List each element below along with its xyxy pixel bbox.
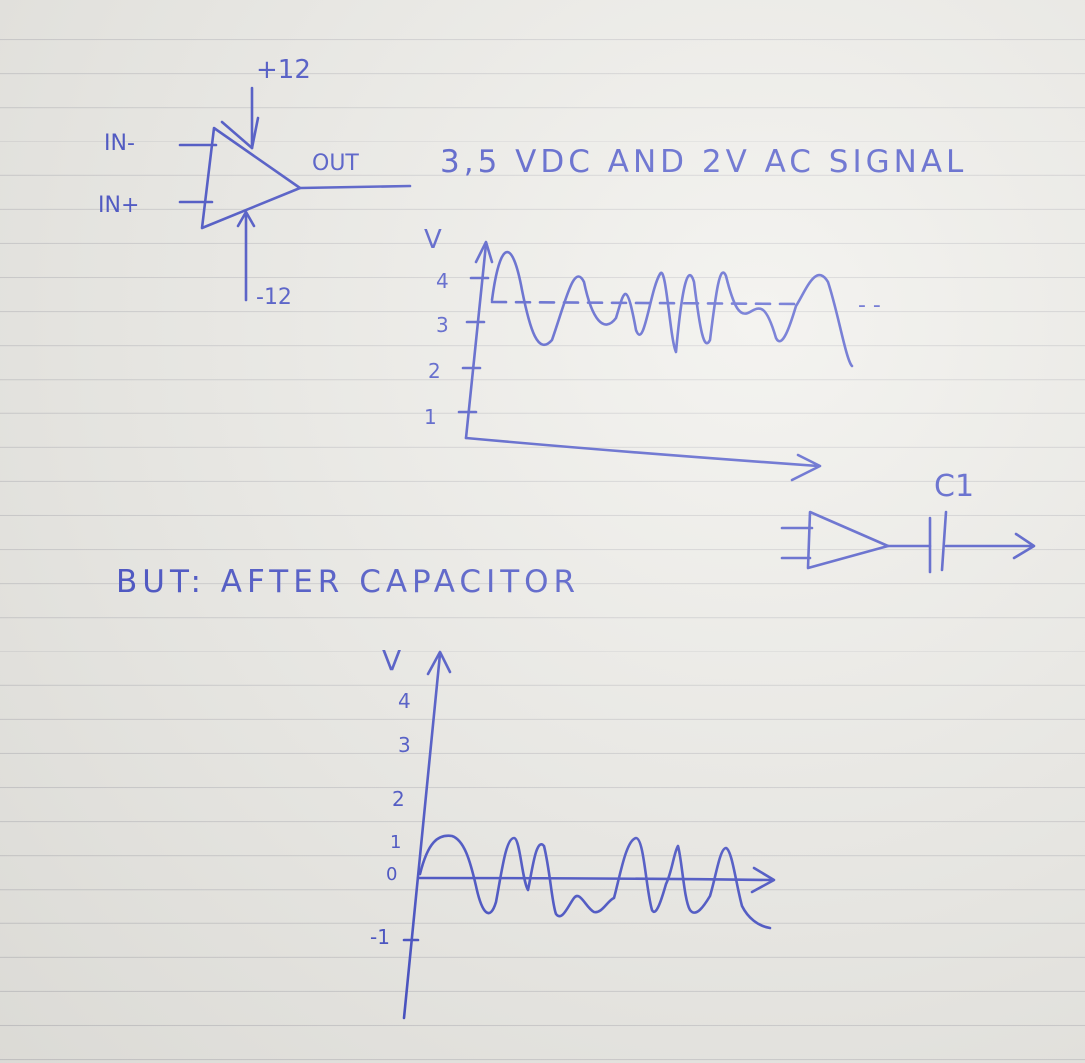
graph-top-signal bbox=[490, 250, 854, 368]
capacitor-plate-right bbox=[940, 510, 948, 572]
output-wire bbox=[298, 184, 412, 190]
input-pos-label: IN+ bbox=[98, 193, 139, 218]
graph-top-ylabel: V bbox=[424, 225, 442, 255]
input-neg-label: IN- bbox=[104, 131, 135, 156]
graph-top-tail-marks: - - bbox=[858, 293, 881, 318]
graph-top: V 1 2 3 4 - - bbox=[424, 225, 881, 482]
capacitor-label: C1 bbox=[934, 469, 974, 504]
opamp-triangle bbox=[200, 126, 302, 230]
graph-top-x-arrow bbox=[790, 453, 822, 482]
supply-pos-arrow bbox=[220, 116, 260, 150]
graph-top-y-axis bbox=[464, 242, 488, 440]
supply-neg-arrow bbox=[236, 210, 256, 228]
graph-bottom-ytick-minus1: -1 bbox=[370, 925, 390, 949]
supply-pos-label: +12 bbox=[256, 55, 311, 85]
graph-top-y-arrow bbox=[474, 240, 494, 264]
graph-top-ytick-2: 2 bbox=[428, 359, 441, 383]
graph-bottom-ylabel: V bbox=[382, 644, 401, 677]
graph-top-ytick-1: 1 bbox=[424, 405, 437, 429]
graph-top-dc-level bbox=[490, 300, 802, 306]
graph-bottom-ytick-3: 3 bbox=[398, 733, 411, 757]
graph-bottom-ytick-1: 1 bbox=[390, 832, 401, 853]
graph-top-ytick-3: 3 bbox=[436, 313, 449, 337]
buffer-triangle bbox=[806, 510, 890, 570]
capacitor-output-arrow bbox=[1012, 532, 1036, 560]
graph-top-ytick-4: 4 bbox=[436, 269, 449, 293]
opamp-main: +12 -12 IN- IN+ OUT bbox=[98, 55, 412, 310]
note-after-capacitor: BUT: AFTER CAPACITOR bbox=[116, 564, 580, 600]
graph-bottom: V 4 3 2 1 0 -1 bbox=[370, 644, 776, 1020]
graph-bottom-ytick-4: 4 bbox=[398, 689, 411, 713]
graph-bottom-signal bbox=[418, 834, 772, 930]
graph-bottom-ytick-2: 2 bbox=[392, 787, 405, 811]
graph-bottom-x-axis bbox=[416, 876, 774, 882]
circuit-small: C1 bbox=[780, 469, 1036, 574]
heading: 3,5 VDC AND 2V AC SIGNAL bbox=[440, 144, 967, 180]
graph-bottom-x-arrow bbox=[750, 866, 776, 894]
graph-bottom-y-arrow bbox=[426, 650, 452, 676]
output-label: OUT bbox=[312, 151, 359, 176]
supply-neg-label: -12 bbox=[256, 285, 292, 310]
graph-bottom-y-axis bbox=[402, 652, 442, 1020]
graph-top-x-axis bbox=[464, 436, 820, 468]
graph-bottom-ytick-0: 0 bbox=[386, 864, 397, 885]
